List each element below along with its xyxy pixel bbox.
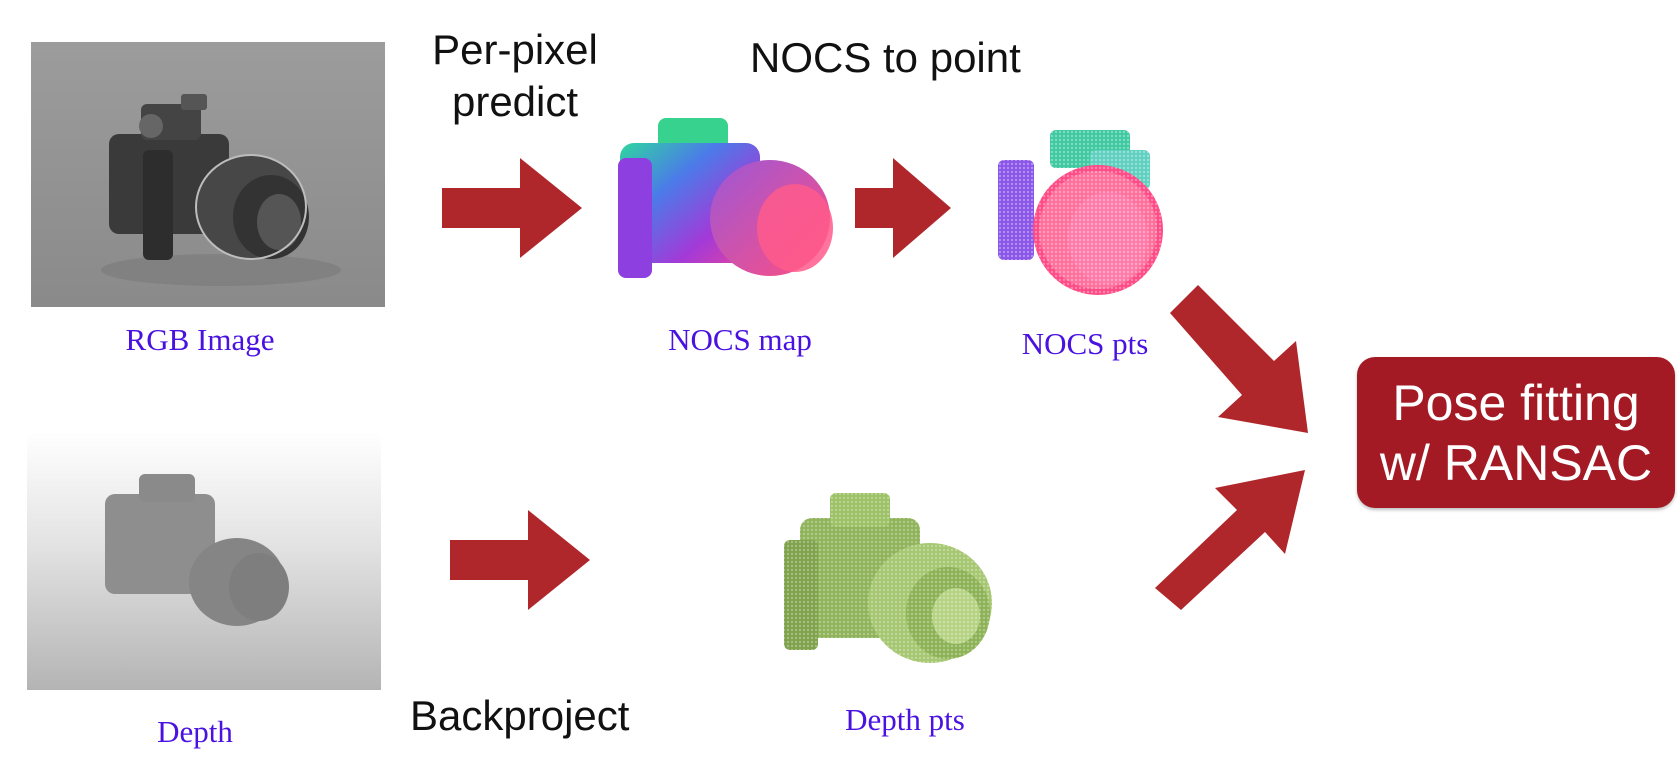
depth-caption: Depth <box>157 714 233 749</box>
depth-points-icon <box>770 488 1020 688</box>
arrow-depth-pts-to-pose <box>1155 470 1305 610</box>
depth-camera-icon <box>105 474 289 626</box>
arrow-rgb-to-nocs-map <box>442 158 582 258</box>
pose-fitting-line1: Pose fitting <box>1392 374 1640 431</box>
depth-pts-caption: Depth pts <box>845 702 965 737</box>
depth-panel <box>27 432 381 690</box>
per-pixel-predict-label: Per-pixel predict <box>400 24 630 128</box>
nocs-to-point-label: NOCS to point <box>750 34 1021 81</box>
nocs-points-icon <box>990 130 1180 305</box>
rgb-image-panel <box>31 42 385 307</box>
pose-fitting-box: Pose fitting w/ RANSAC <box>1357 357 1675 508</box>
nocs-map-camera-icon <box>618 118 833 278</box>
nocs-map-caption: NOCS map <box>668 322 812 357</box>
arrow-nocs-pts-to-pose <box>1170 285 1308 433</box>
nocs-map-panel <box>600 108 850 303</box>
pose-fitting-line2: w/ RANSAC <box>1379 434 1653 491</box>
backproject-label: Backproject <box>410 692 630 739</box>
camera-photo-icon <box>101 94 341 286</box>
rgb-image-caption: RGB Image <box>125 322 275 357</box>
nocs-pts-panel <box>990 130 1180 305</box>
depth-pts-panel <box>770 488 1020 688</box>
arrow-nocs-map-to-nocs-pts <box>855 158 951 258</box>
nocs-pts-caption: NOCS pts <box>1021 326 1149 361</box>
per-pixel-line: Per-pixel <box>432 26 598 73</box>
predict-line: predict <box>451 78 579 125</box>
arrow-depth-to-depth-pts <box>450 510 590 610</box>
